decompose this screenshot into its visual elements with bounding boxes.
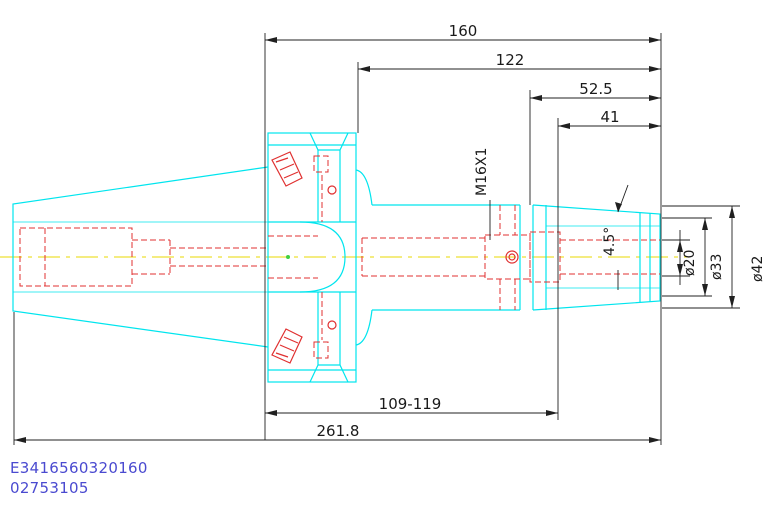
tool-holder-outline [12, 132, 661, 383]
dim-160: 160 [449, 22, 478, 40]
dim-109-119: 109-119 [379, 395, 442, 413]
dim-52-5: 52.5 [579, 80, 612, 98]
part-code-line1: E3416560320160 [10, 459, 148, 477]
dim-dia-20: ø20 [682, 250, 698, 276]
retention-pins [271, 151, 519, 364]
dim-41: 41 [600, 108, 619, 126]
part-code-line2: 02753105 [10, 479, 89, 497]
center-point [286, 255, 290, 259]
dim-dia-33: ø33 [709, 254, 725, 280]
dim-angle-4-5: 4.5° [602, 227, 618, 256]
dim-thread-m16x1: M16X1 [474, 148, 490, 196]
dimension-lines [13, 33, 740, 445]
dim-261-8: 261.8 [317, 422, 360, 440]
dimension-arrows [14, 37, 735, 443]
hidden-lines [19, 155, 660, 359]
dim-dia-42: ø42 [750, 256, 766, 282]
dim-122: 122 [496, 51, 525, 69]
